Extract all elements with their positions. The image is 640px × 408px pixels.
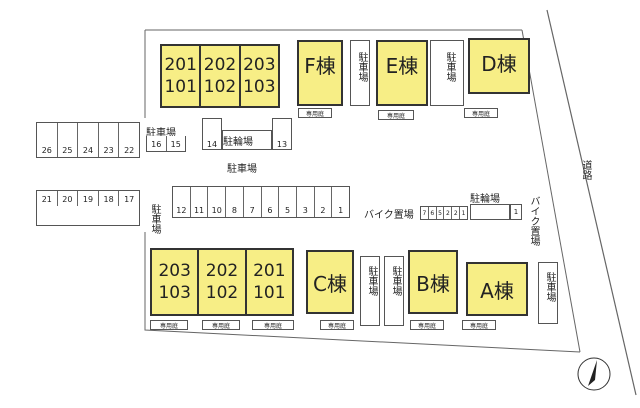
lot-space: 23: [99, 123, 120, 157]
lot-space: 21: [37, 191, 58, 206]
motorbike-lot: 7 6 5 2 2 1: [420, 206, 468, 220]
lot-space: 20: [58, 191, 79, 206]
motorbike-parking-label-vertical: バイク置場: [528, 196, 539, 246]
lot-space: 16: [147, 136, 167, 151]
lot-space: 6: [262, 187, 280, 217]
parking-label-b: 駐車場: [390, 266, 401, 296]
parking-label-a: 駐車場: [544, 272, 555, 302]
parking-label-middle: 駐車場: [227, 164, 257, 175]
lot-space: 26: [37, 123, 58, 157]
parking-strip-f: [350, 40, 370, 106]
lot-space: 1: [461, 210, 466, 217]
bike-lot-east: [470, 204, 510, 220]
center-small-lot: 16 15: [146, 136, 186, 152]
lot-space: 25: [58, 123, 79, 157]
bike-slot-right: 13: [272, 118, 292, 150]
garden-h3: 専用庭: [252, 320, 294, 330]
parking-label-west: 駐車場: [149, 204, 160, 234]
lot-space: 17: [124, 195, 135, 204]
garden-c: 専用庭: [320, 320, 354, 330]
lot-space: 24: [78, 123, 99, 157]
garden-e: 専用庭: [378, 110, 414, 120]
lot-space: 7: [421, 207, 429, 219]
parking-label-f: 駐車場: [356, 52, 367, 82]
bike-slot-east: 1: [510, 204, 522, 220]
garden-d: 専用庭: [464, 108, 498, 118]
lot-space: 6: [429, 207, 437, 219]
bike-parking-label-center: 駐輪場: [223, 137, 253, 148]
lot-space: 2: [315, 187, 333, 217]
road-label: 道路: [580, 160, 591, 180]
lot-space: 2: [452, 207, 461, 219]
lot-space: 1: [338, 206, 344, 215]
parking-label-center: 駐車場: [146, 128, 176, 139]
lot-space: 18: [99, 191, 120, 206]
garden-f: 専用庭: [298, 108, 332, 118]
parking-label-c: 駐車場: [366, 266, 377, 296]
middle-lot: 12 11 10 8 7 6 5 3 2 1: [172, 186, 350, 218]
parking-strip-c: [360, 256, 380, 326]
parking-strip-e: [430, 40, 464, 106]
garden-b: 専用庭: [410, 320, 444, 330]
north-arrow-icon: [577, 357, 611, 391]
lot-space: 3: [297, 187, 315, 217]
parking-strip-b: [384, 256, 404, 326]
bike-parking-label-east: 駐輪場: [470, 194, 500, 205]
building-d: D棟: [468, 38, 530, 94]
lot-space: 11: [191, 187, 209, 217]
lot-space: 2: [444, 207, 453, 219]
parking-label-e: 駐車場: [444, 52, 455, 82]
parking-strip-a: [538, 262, 558, 324]
west-bottom-lot: 21 20 19 18 17: [36, 190, 140, 226]
lot-space: 19: [78, 191, 99, 206]
lot-space: 22: [124, 146, 135, 155]
lot-space: 12: [173, 187, 191, 217]
bike-shelter: [222, 130, 272, 150]
building-e: E棟: [376, 40, 428, 106]
garden-a: 専用庭: [462, 320, 496, 330]
building-f: F棟: [297, 40, 343, 106]
garden-h1: 専用庭: [150, 320, 188, 330]
building-b: B棟: [408, 250, 458, 314]
lot-space: 15: [170, 140, 181, 149]
lot-space: 7: [244, 187, 262, 217]
motorbike-parking-label: バイク置場: [364, 210, 414, 221]
building-c: C棟: [306, 250, 354, 314]
bike-slot-left: 14: [202, 118, 222, 150]
lot-space: 5: [437, 207, 445, 219]
garden-h2: 専用庭: [202, 320, 240, 330]
building-a: A棟: [466, 262, 528, 316]
lot-space: 10: [208, 187, 227, 217]
lot-space: 5: [279, 187, 297, 217]
west-top-lot: 26 25 24 23 22: [36, 122, 140, 158]
lot-space: 8: [226, 187, 244, 217]
